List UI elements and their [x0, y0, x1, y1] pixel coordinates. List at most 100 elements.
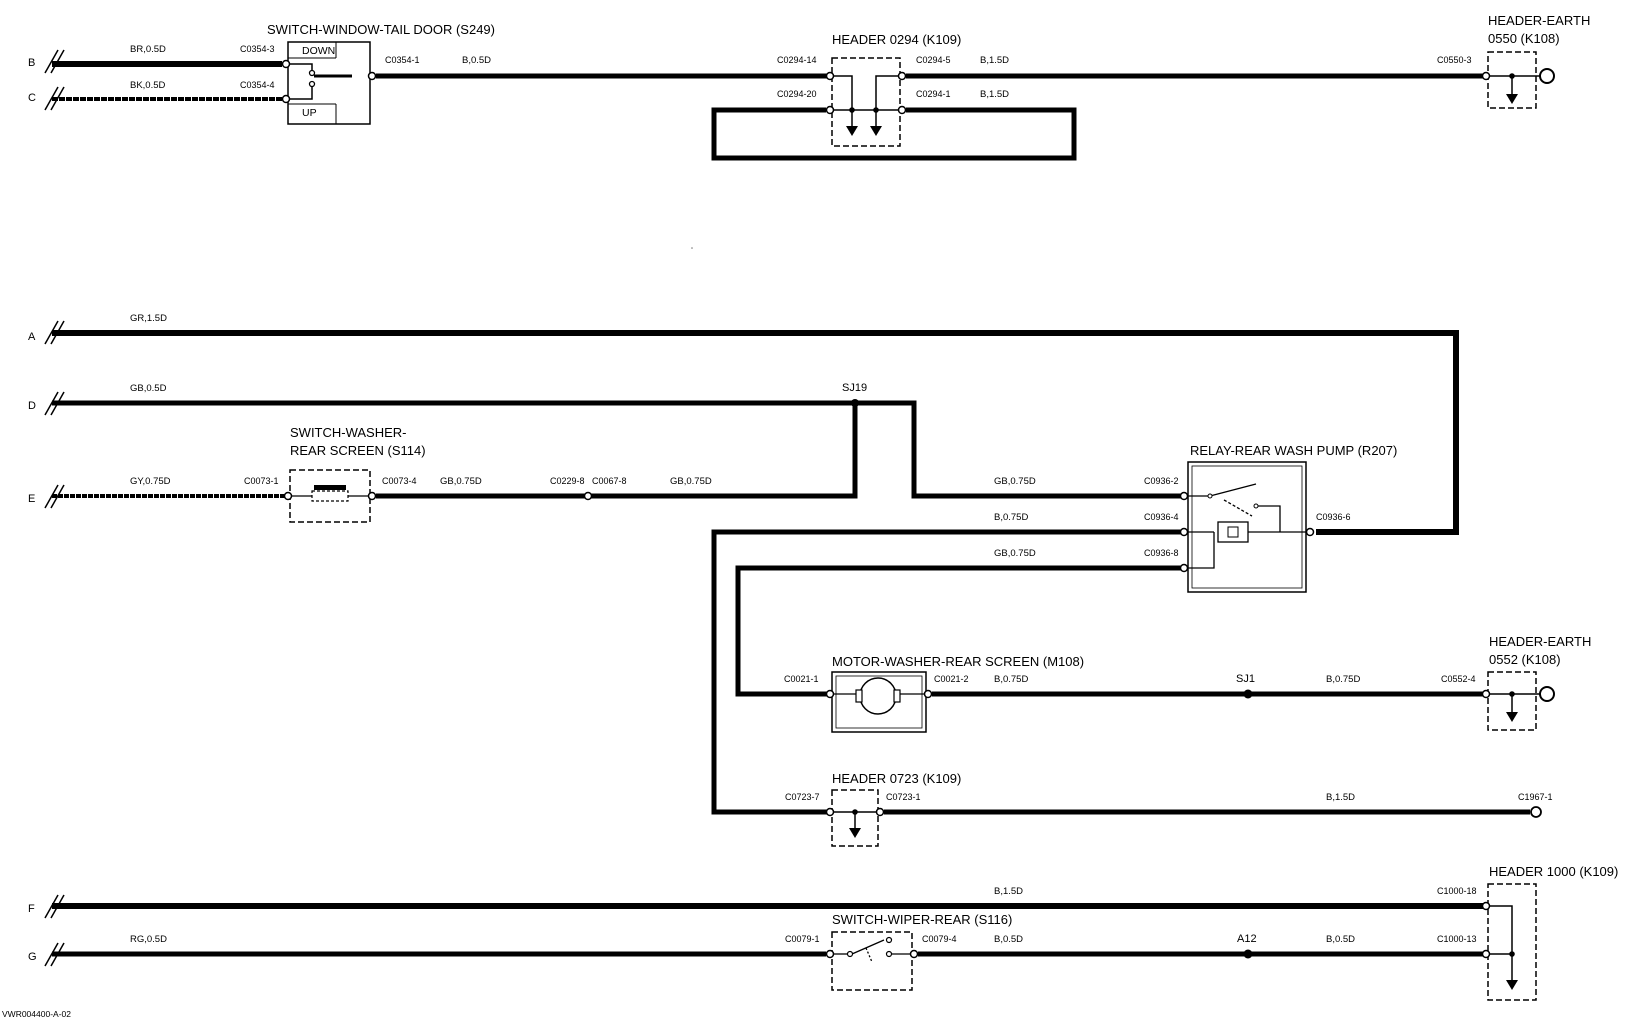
switch-wiper-internal — [834, 939, 910, 963]
wire-label-g: RG,0.5D — [130, 934, 167, 945]
pin-c0354-1 — [367, 71, 377, 81]
connector-c0021-1: C0021-1 — [784, 674, 819, 684]
header-0294 — [831, 57, 901, 147]
connector-c0294-1: C0294-1 — [916, 89, 951, 99]
connector-c0354-4: C0354-4 — [240, 80, 275, 90]
header-earth-0552-title-1: HEADER-EARTH — [1489, 634, 1591, 649]
pin-c0354-3 — [281, 59, 291, 69]
connector-c0936-4: C0936-4 — [1144, 512, 1179, 522]
relay-inner-frame — [1191, 465, 1303, 589]
pin-c1000-13 — [1481, 949, 1491, 959]
ground-arrow-1000 — [1506, 980, 1518, 990]
ground-arrow-0294-b — [870, 126, 882, 136]
pin-c0936-4 — [1179, 527, 1189, 537]
pin-c0021-2 — [923, 689, 933, 699]
ground-arrow-0552 — [1506, 712, 1518, 722]
wire-label-d: GB,0.5D — [130, 383, 167, 394]
wire-label-motor-out: B,0.75D — [994, 674, 1028, 685]
header-0294-node-1 — [849, 107, 855, 113]
wire-label-f: B,1.5D — [994, 886, 1023, 897]
wire-label-relay-8: GB,0.75D — [994, 548, 1036, 559]
motor-title: MOTOR-WASHER-REAR SCREEN (M108) — [832, 654, 1084, 669]
header-earth-0552-title-2: 0552 (K108) — [1489, 652, 1561, 667]
header-1000-node — [1509, 951, 1515, 957]
connector-c0067-8: C0067-8 — [592, 476, 627, 486]
connector-c0079-1: C0079-1 — [785, 934, 820, 944]
wire-relay8-to-motor — [735, 565, 1182, 697]
wire-label-b: BR,0.5D — [130, 44, 166, 55]
wire-label-relay-4: B,0.75D — [994, 512, 1028, 523]
switch-washer-title-1: SWITCH-WASHER- — [290, 425, 407, 440]
input-label-f: F — [28, 903, 35, 915]
switch-window-tail-door — [287, 41, 371, 125]
wire-label-h0294-1: B,1.5D — [980, 89, 1009, 100]
connector-c0550-3: C0550-3 — [1437, 55, 1472, 65]
wire-label-s116-out: B,0.5D — [994, 934, 1023, 945]
input-label-a: A — [28, 331, 36, 343]
pin-c0294-14 — [825, 71, 835, 81]
ground-arrow-0294-a — [846, 126, 858, 136]
connector-c0073-1: C0073-1 — [244, 476, 279, 486]
switch-window-title: SWITCH-WINDOW-TAIL DOOR (S249) — [267, 22, 495, 37]
splice-a12-dot — [1243, 949, 1253, 959]
input-label-g: G — [28, 951, 37, 963]
relay-coil-core — [1227, 526, 1239, 538]
connector-c0354-3: C0354-3 — [240, 44, 275, 54]
pin-c0294-1 — [897, 105, 907, 115]
input-label-d: D — [28, 400, 36, 412]
connector-c1000-13: C1000-13 — [1437, 934, 1477, 944]
wire-label-s114-out: GB,0.75D — [440, 476, 482, 487]
input-label-b: B — [28, 57, 35, 69]
motor-brush-1 — [855, 689, 863, 703]
wire-loop-0294 — [711, 107, 1077, 161]
wire-s114-to-sj19 — [376, 403, 858, 499]
connector-c0294-20: C0294-20 — [777, 89, 817, 99]
wire-label-a12-out: B,0.5D — [1326, 934, 1355, 945]
connector-c0936-8: C0936-8 — [1144, 548, 1179, 558]
input-label-c: C — [28, 92, 36, 104]
motor-inner-frame — [835, 675, 923, 729]
splice-sj19: SJ19 — [842, 382, 867, 394]
pin-c1000-18 — [1481, 901, 1491, 911]
switch-wiper-title: SWITCH-WIPER-REAR (S116) — [832, 912, 1012, 927]
header-0723-node — [852, 809, 858, 815]
header-0294-internal — [834, 75, 898, 128]
wire-label-switch-out: B,0.5D — [462, 55, 491, 66]
connector-c0021-2: C0021-2 — [934, 674, 969, 684]
pin-c0550-3 — [1481, 71, 1491, 81]
splice-a12: A12 — [1237, 933, 1257, 945]
pin-c0079-4 — [909, 949, 919, 959]
input-label-e: E — [28, 493, 35, 505]
header-earth-0550 — [1487, 51, 1537, 109]
connector-c1000-18: C1000-18 — [1437, 886, 1477, 896]
earth-terminal-0550 — [1539, 68, 1555, 84]
earth-0552-node — [1509, 691, 1515, 697]
connector-c0723-7: C0723-7 — [785, 792, 820, 802]
earth-terminal-0552 — [1539, 686, 1555, 702]
pin-c0936-6 — [1305, 527, 1315, 537]
switch-wiper-contact-2 — [885, 950, 893, 958]
header-0723-title: HEADER 0723 (K109) — [832, 771, 961, 786]
header-earth-0550-title-2: 0550 (K108) — [1488, 31, 1560, 46]
connector-c0079-4: C0079-4 — [922, 934, 957, 944]
header-0294-node-2 — [873, 107, 879, 113]
header-earth-0552 — [1487, 671, 1537, 731]
pin-c0552-4 — [1481, 689, 1491, 699]
reference-code: VWR004400-A-02 — [2, 1009, 71, 1019]
wire-label-a: GR,1.5D — [130, 313, 167, 324]
relay-contact-1 — [1207, 493, 1213, 499]
connector-c0723-1: C0723-1 — [886, 792, 921, 802]
ground-arrow-0550 — [1506, 94, 1518, 104]
header-0723 — [831, 789, 879, 847]
connector-c0294-5: C0294-5 — [916, 55, 951, 65]
wire-label-h0294-5: B,1.5D — [980, 55, 1009, 66]
header-1000-internal — [1490, 905, 1513, 982]
connector-c0552-4: C0552-4 — [1441, 674, 1476, 684]
terminal-c1967-1 — [1530, 806, 1542, 818]
connector-c0354-1: C0354-1 — [385, 55, 420, 65]
wire-label-h0723-out: B,1.5D — [1326, 792, 1355, 803]
switch-wiper-contact-3 — [885, 936, 893, 944]
connector-c0073-4: C0073-4 — [382, 476, 417, 486]
pin-c0079-1 — [825, 949, 835, 959]
